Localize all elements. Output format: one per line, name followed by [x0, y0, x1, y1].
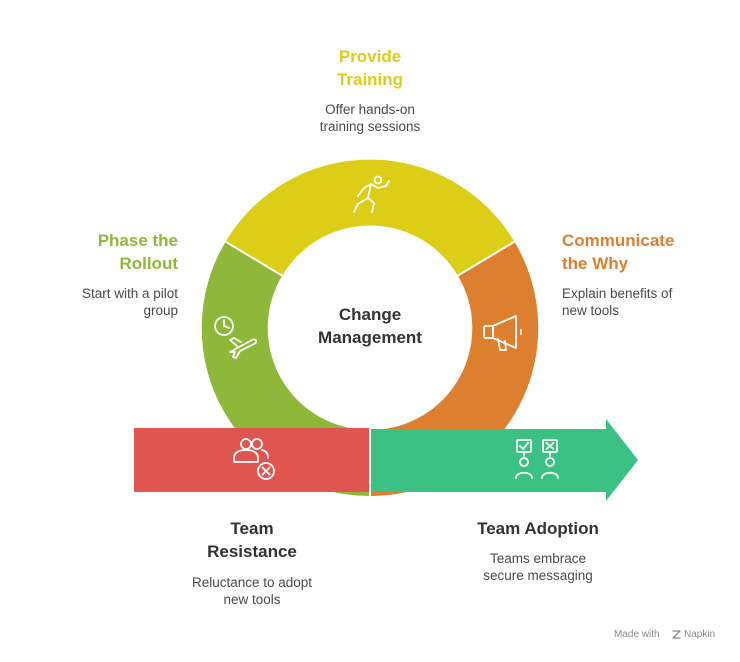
users-x-icon [233, 438, 275, 480]
training-desc: Offer hands-on training sessions [319, 102, 421, 134]
rollout-desc: Start with a pilot group [81, 286, 178, 318]
megaphone-icon [483, 315, 522, 351]
resistance-bar [134, 428, 370, 492]
clock-plane-icon [214, 316, 258, 359]
adoption-arrow [370, 419, 638, 501]
users-check-icon [515, 439, 559, 479]
resistance-title: Team Resistance [207, 519, 297, 561]
communicate-desc: Explain benefits of new tools [562, 286, 673, 318]
trainer-icon [353, 175, 390, 213]
adoption-desc: Teams embrace secure messaging [483, 551, 593, 583]
napkin-logo-icon [672, 630, 681, 639]
rollout-title: Phase the Rollout [97, 231, 178, 273]
training-title: Provide Training [336, 47, 404, 89]
footer-made-with: Made with [614, 629, 660, 640]
adoption-title: Team Adoption [477, 519, 599, 538]
resistance-desc: Reluctance to adopt new tools [191, 575, 313, 607]
center-title: Change Management [318, 305, 422, 347]
communicate-title: Communicate the Why [562, 231, 675, 273]
training-segment [225, 159, 515, 276]
footer-brand: Napkin [684, 629, 716, 640]
